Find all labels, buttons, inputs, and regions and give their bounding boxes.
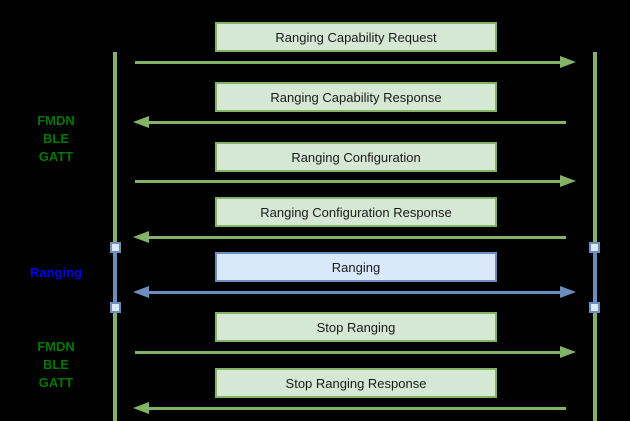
arrow-line — [147, 235, 566, 239]
message-box-ranging-configuration: Ranging Configuration — [215, 142, 497, 172]
arrowhead-left-icon — [133, 230, 149, 243]
activation-marker-left-bottom — [110, 302, 121, 313]
arrow-ranging-capability-request — [0, 54, 630, 70]
arrowhead-left-icon — [133, 115, 149, 128]
message-box-ranging: Ranging — [215, 252, 497, 282]
arrow-stop-ranging-response — [0, 400, 630, 416]
message-box-stop-ranging: Stop Ranging — [215, 312, 497, 342]
phase-label-ranging: Ranging — [10, 264, 102, 282]
arrow-line — [147, 406, 566, 410]
arrow-ranging-bidirectional — [0, 284, 630, 300]
message-box-ranging-capability-response: Ranging Capability Response — [215, 82, 497, 112]
phase-label-line: Ranging — [30, 265, 82, 280]
arrow-line — [135, 350, 562, 354]
lifeline-left-ranging-segment — [113, 247, 117, 308]
arrow-line — [147, 290, 562, 294]
arrowhead-right-icon — [560, 174, 576, 187]
arrow-ranging-configuration — [0, 173, 630, 189]
message-box-ranging-configuration-response: Ranging Configuration Response — [215, 197, 497, 227]
arrow-line — [147, 120, 566, 124]
phase-label-line: BLE — [43, 357, 69, 372]
arrow-ranging-configuration-response — [0, 229, 630, 245]
message-box-ranging-capability-request: Ranging Capability Request — [215, 22, 497, 52]
activation-marker-right-top — [589, 242, 600, 253]
lifeline-right — [593, 52, 597, 421]
activation-marker-left-top — [110, 242, 121, 253]
phase-label-line: BLE — [43, 131, 69, 146]
activation-marker-right-bottom — [589, 302, 600, 313]
arrow-stop-ranging — [0, 344, 630, 360]
arrowhead-right-icon — [560, 345, 576, 358]
arrow-line — [135, 179, 562, 183]
phase-label-fmdn-ble-gatt-bottom: FMDN BLE GATT — [10, 338, 102, 392]
arrowhead-left-icon — [133, 285, 149, 298]
arrowhead-right-icon — [560, 285, 576, 298]
phase-label-line: FMDN — [37, 113, 75, 128]
phase-label-fmdn-ble-gatt-top: FMDN BLE GATT — [10, 112, 102, 166]
phase-label-line: GATT — [38, 375, 74, 390]
arrowhead-right-icon — [560, 55, 576, 68]
arrow-line — [135, 60, 562, 64]
lifeline-left — [113, 52, 117, 421]
phase-label-line: GATT — [38, 149, 74, 164]
message-box-stop-ranging-response: Stop Ranging Response — [215, 368, 497, 398]
arrowhead-left-icon — [133, 401, 149, 414]
phase-label-line: FMDN — [37, 339, 75, 354]
lifeline-right-ranging-segment — [593, 247, 597, 308]
arrow-ranging-capability-response — [0, 114, 630, 130]
